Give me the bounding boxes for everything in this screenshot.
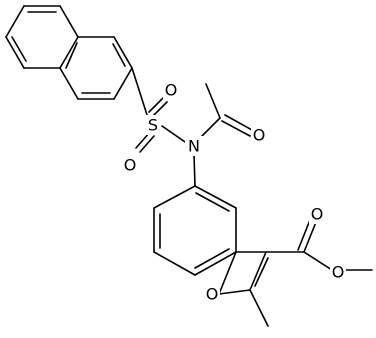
ester-o-ether-label: O (332, 263, 345, 282)
atom-label-furan-o: O (204, 284, 220, 304)
methyl-bond (249, 289, 269, 327)
acetyl-o-label: O (253, 126, 266, 145)
sulfonyl-o-top-label: O (165, 81, 178, 100)
atom-label-sulfonyl-o-top: O (163, 80, 179, 100)
methyl-ester-bonds (265, 219, 373, 271)
naphthalene-ring-left (5, 5, 79, 69)
nitrogen-label: N (188, 137, 200, 156)
benzofuran-benzene-ring (153, 185, 237, 276)
atom-label-ester-o-ether: O (330, 262, 346, 282)
sulfonyl-o-bottom-label: O (124, 156, 137, 175)
sulfur-label: S (148, 116, 158, 135)
atom-label-acetyl-o: O (251, 125, 267, 145)
ester-o-carbonyl-label: O (311, 205, 324, 224)
acetyl-bonds (199, 83, 253, 139)
atom-label-nitrogen: N (185, 136, 203, 156)
atom-label-sulfur: S (145, 115, 161, 135)
atom-label-sulfonyl-o-bottom: O (122, 155, 138, 175)
n-aryl-bond (193, 153, 196, 187)
naphthalene-ring-right (59, 36, 133, 100)
furan-o-label: O (206, 285, 219, 304)
atom-label-ester-o-carbonyl: O (309, 204, 325, 224)
furan-ring (218, 251, 269, 295)
sulfonyl-bonds (131, 67, 189, 153)
